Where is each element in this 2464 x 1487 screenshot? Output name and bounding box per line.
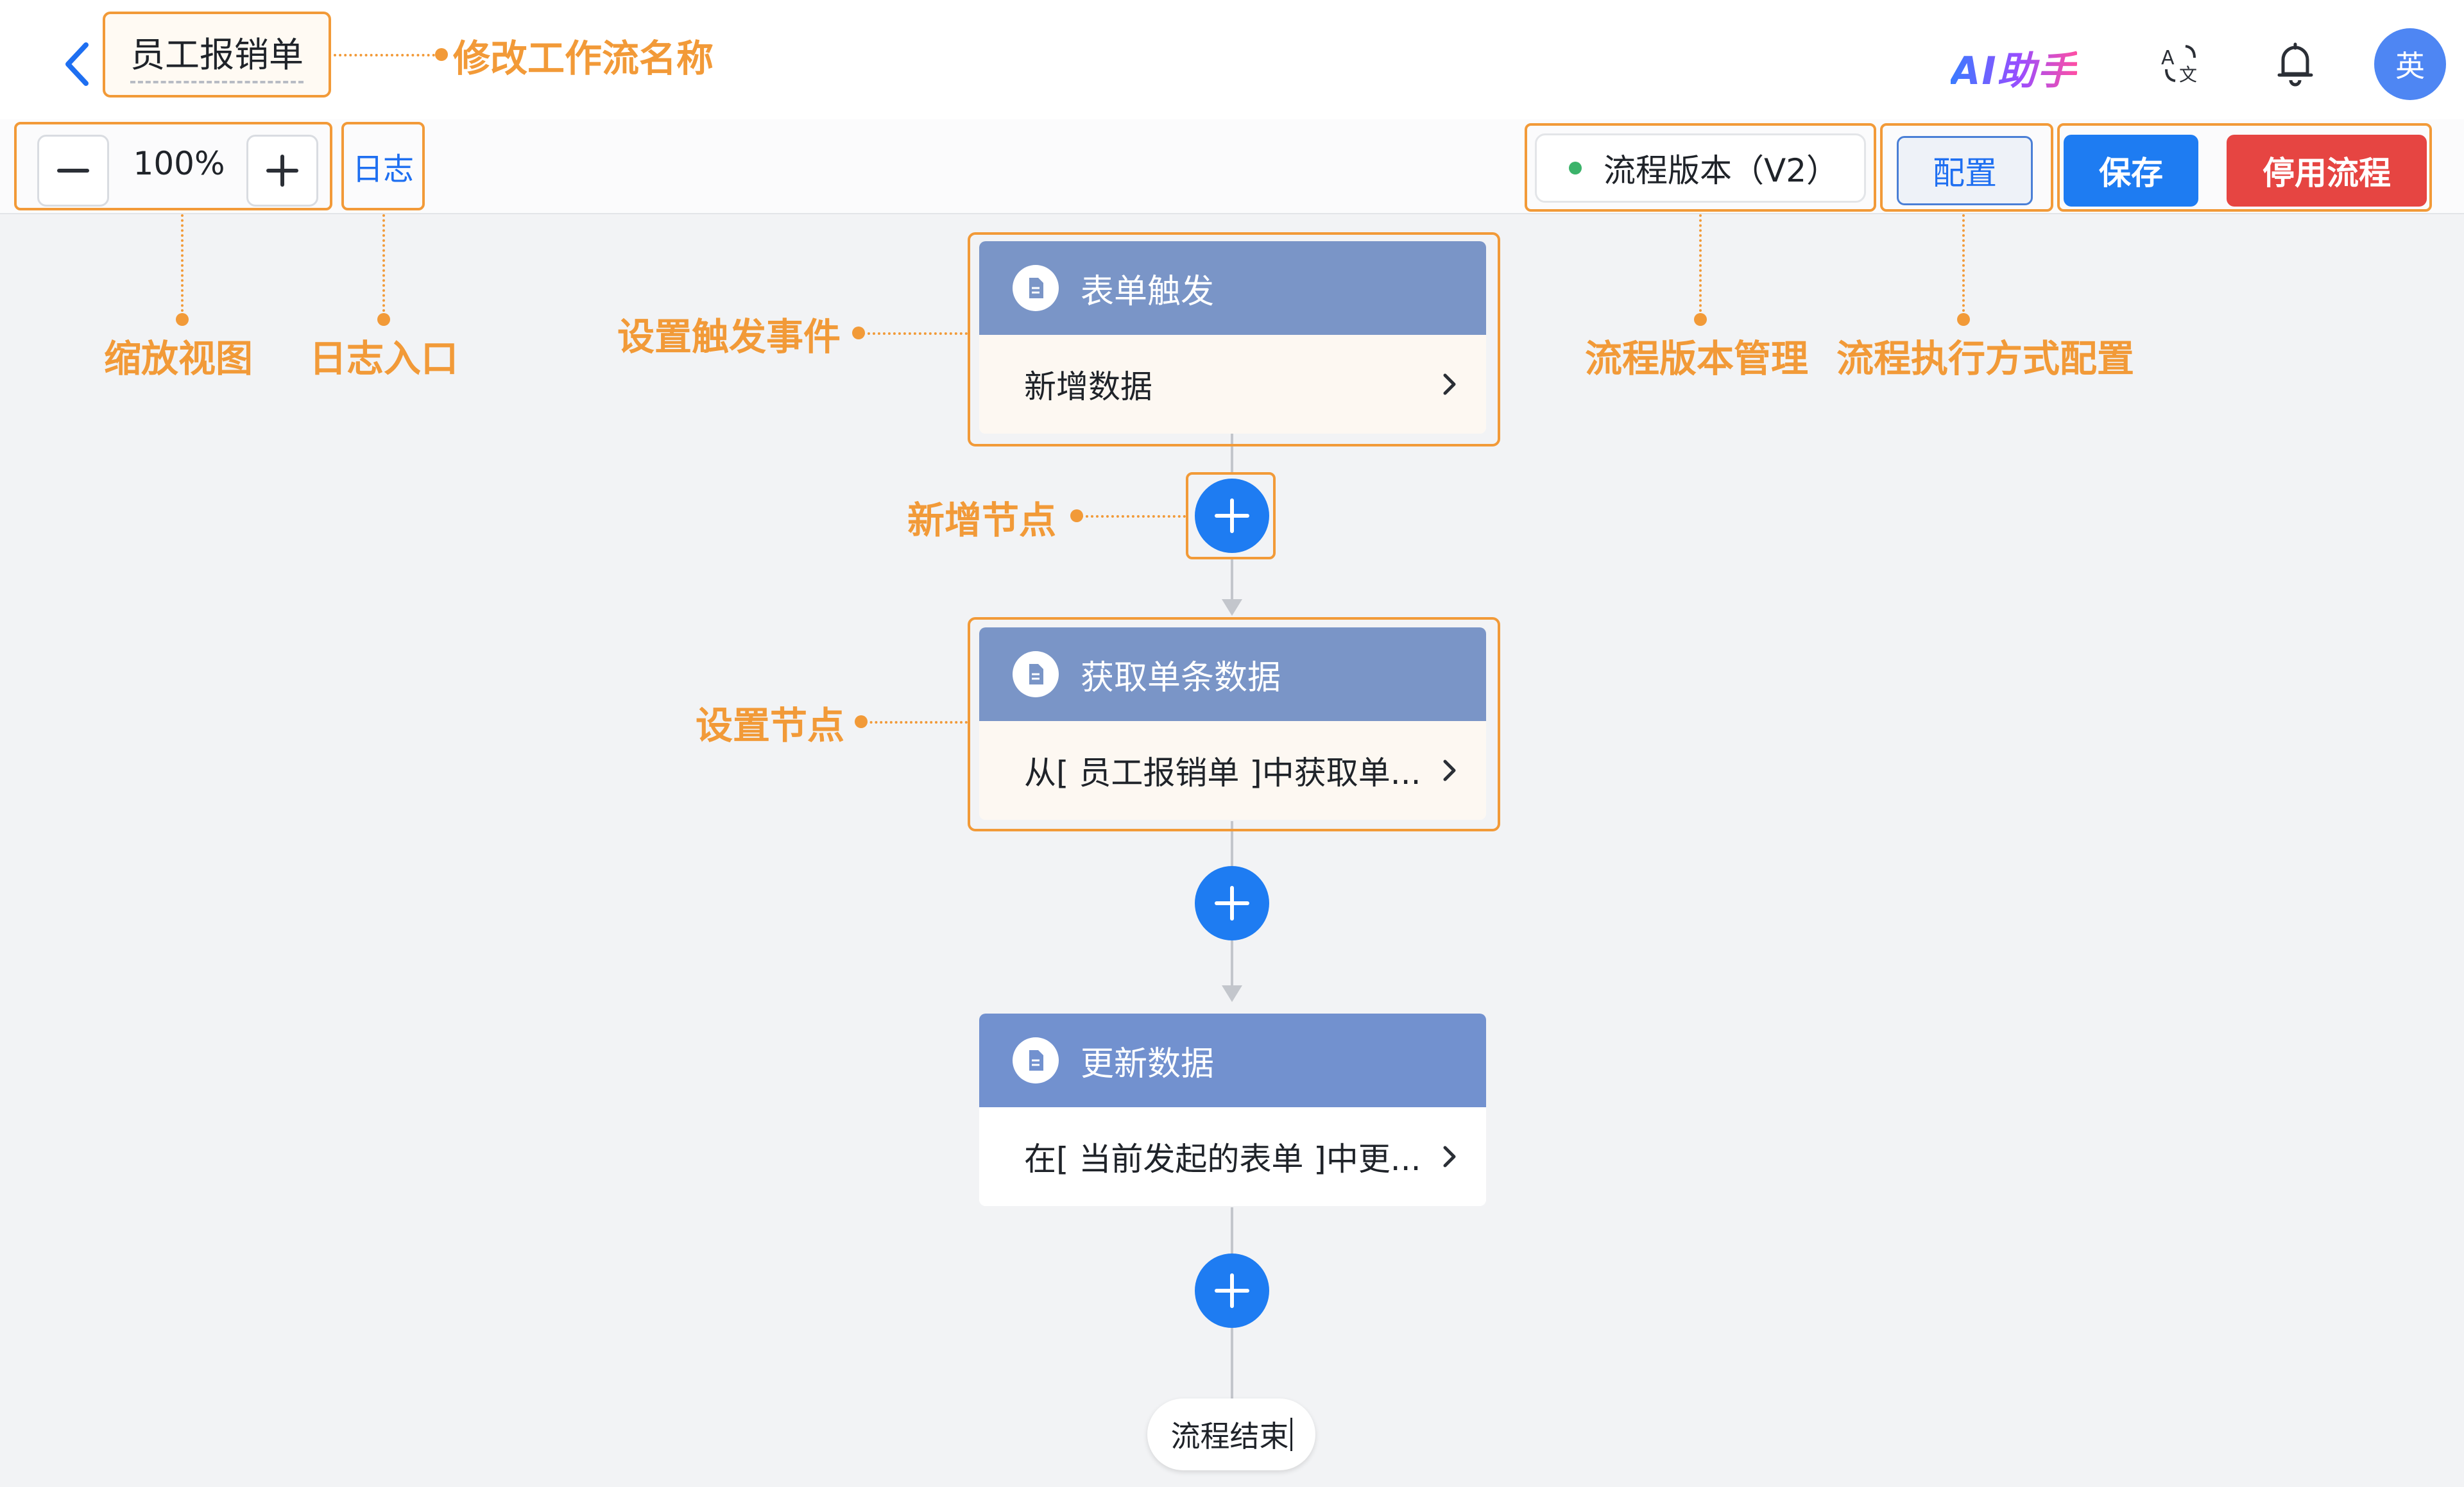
annotation-dot: [855, 715, 868, 728]
annotation-line: [382, 214, 385, 317]
action-buttons-highlight: [2057, 123, 2432, 212]
get-data-node-highlight: [968, 617, 1500, 831]
flow-end-label: 流程结束: [1170, 1419, 1289, 1454]
add-node-button[interactable]: [1195, 479, 1269, 553]
annotation-line: [857, 332, 968, 335]
ai-assistant-button[interactable]: AI助手: [1951, 40, 2077, 96]
translate-button[interactable]: A 文: [2156, 38, 2206, 89]
annotation-trigger: 设置触发事件: [617, 315, 841, 359]
zoom-in-button[interactable]: [246, 135, 318, 207]
node-body: 在[ 当前发起的表单 ]中更...: [979, 1107, 1486, 1206]
annotation-version: 流程版本管理: [1585, 337, 1809, 380]
get-data-node[interactable]: 获取单条数据 从[ 员工报销单 ]中获取单...: [979, 627, 1486, 820]
node-subtitle: 从[ 员工报销单 ]中获取单...: [1024, 754, 1421, 792]
annotation-exec-config: 流程执行方式配置: [1836, 337, 2135, 380]
plus-icon: [1215, 1273, 1249, 1308]
flow-connector: [1231, 1207, 1233, 1253]
version-highlight: [1525, 123, 1876, 212]
save-button[interactable]: 保存: [2064, 135, 2198, 207]
annotation-dot: [377, 313, 390, 326]
annotation-dot: [852, 327, 865, 339]
node-title: 更新数据: [1081, 1044, 1215, 1083]
annotation-dot: [1957, 313, 1970, 326]
status-dot: [1569, 162, 1582, 174]
version-selector[interactable]: 流程版本（V2）: [1535, 133, 1866, 203]
annotation-set-node: 设置节点: [696, 704, 845, 747]
translate-icon: A 文: [2161, 45, 2197, 85]
workflow-name-text: 员工报销单: [130, 26, 304, 83]
svg-text:A: A: [2161, 47, 2175, 69]
annotation-line: [1962, 214, 1965, 317]
log-link[interactable]: 日志: [352, 151, 414, 187]
annotation-line: [334, 54, 440, 56]
add-node-button[interactable]: [1195, 1253, 1269, 1328]
plus-icon: [1215, 498, 1249, 533]
minus-icon: [57, 169, 89, 173]
plus-icon: [1215, 886, 1249, 921]
chevron-right-icon: [1443, 1146, 1456, 1168]
node-body: 从[ 员工报销单 ]中获取单...: [979, 721, 1486, 820]
flow-connector: [1231, 559, 1233, 600]
annotation-line: [860, 721, 968, 724]
node-header: 表单触发: [979, 241, 1486, 335]
update-data-node[interactable]: 更新数据 在[ 当前发起的表单 ]中更...: [979, 1014, 1486, 1206]
annotation-line: [1699, 214, 1702, 317]
document-icon: [1013, 651, 1059, 697]
log-entry-highlight: 日志: [341, 122, 425, 210]
flow-connector: [1231, 1328, 1233, 1398]
trigger-node[interactable]: 表单触发 新增数据: [979, 241, 1486, 434]
node-header: 获取单条数据: [979, 627, 1486, 721]
add-node-highlight: [1186, 472, 1276, 559]
zoom-out-button[interactable]: [37, 135, 109, 207]
annotation-log: 日志入口: [309, 337, 459, 380]
trigger-node-highlight: [968, 232, 1500, 446]
disable-flow-button[interactable]: 停用流程: [2227, 135, 2427, 207]
svg-text:文: 文: [2179, 64, 2197, 85]
flow-connector: [1231, 821, 1233, 866]
node-subtitle: 在[ 当前发起的表单 ]中更...: [1024, 1141, 1421, 1178]
flow-end-node: 流程结束: [1147, 1398, 1315, 1470]
document-icon: [1013, 265, 1059, 311]
node-title: 表单触发: [1081, 272, 1215, 311]
annotation-line: [181, 214, 184, 317]
flow-connector: [1231, 434, 1233, 472]
config-highlight: [1880, 123, 2053, 212]
node-title: 获取单条数据: [1081, 658, 1281, 697]
annotation-add-node: 新增节点: [907, 498, 1057, 542]
annotation-dot: [435, 48, 448, 61]
config-button[interactable]: 配置: [1897, 136, 2033, 205]
chevron-left-icon: [65, 42, 89, 86]
annotation-rename: 修改工作流名称: [453, 37, 714, 80]
node-subtitle: 新增数据: [1024, 368, 1152, 405]
notification-button[interactable]: [2270, 38, 2320, 89]
flow-arrow: [1222, 599, 1242, 616]
text-caret: [1290, 1418, 1292, 1451]
workflow-name-field[interactable]: 员工报销单: [103, 12, 331, 98]
flow-arrow: [1222, 985, 1242, 1002]
version-label: 流程版本（V2）: [1604, 152, 1839, 189]
node-body: 新增数据: [979, 335, 1486, 434]
document-icon: [1013, 1037, 1059, 1083]
annotation-dot: [1070, 509, 1083, 522]
user-avatar[interactable]: 英: [2374, 28, 2446, 100]
top-header: [0, 0, 2464, 119]
node-header: 更新数据: [979, 1014, 1486, 1107]
bell-icon: [2277, 42, 2313, 87]
flow-connector: [1231, 940, 1233, 985]
chevron-right-icon: [1443, 373, 1456, 395]
annotation-line: [1075, 515, 1186, 518]
plus-icon: [266, 155, 298, 187]
zoom-controls-highlight: [14, 122, 332, 210]
zoom-level: 100%: [133, 145, 225, 182]
back-button[interactable]: [56, 37, 101, 91]
annotation-zoom: 缩放视图: [104, 337, 253, 380]
annotation-dot: [176, 313, 189, 326]
toolbar: [0, 119, 2464, 214]
annotation-dot: [1694, 313, 1707, 326]
chevron-right-icon: [1443, 760, 1456, 781]
add-node-button[interactable]: [1195, 866, 1269, 940]
